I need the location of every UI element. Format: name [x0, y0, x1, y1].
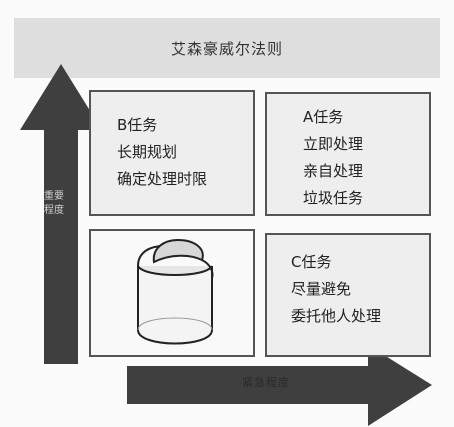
- quadrant-b-heading: B任务: [117, 116, 158, 134]
- quadrant-c-heading: C任务: [291, 253, 332, 271]
- urgency-axis-label: 紧急程度: [242, 376, 290, 389]
- quadrant-a-item: 垃圾任务: [303, 189, 364, 207]
- quadrant-c-item: 尽量避免: [291, 280, 352, 298]
- quadrant-b: B任务 长期规划 确定处理时限: [89, 90, 255, 216]
- quadrant-a: A任务 立即处理 亲自处理 垃圾任务: [265, 92, 431, 216]
- quadrant-b-item: 确定处理时限: [117, 170, 208, 188]
- quadrant-a-item: 立即处理: [303, 135, 364, 153]
- quadrant-c-item: 委托他人处理: [291, 307, 382, 325]
- trash-bin-icon: [137, 238, 214, 345]
- quadrant-a-heading: A任务: [303, 108, 344, 126]
- quadrant-a-item: 亲自处理: [303, 162, 364, 180]
- quadrant-b-item: 长期规划: [117, 143, 178, 161]
- diagram-title: 艾森豪威尔法则: [14, 18, 440, 78]
- importance-axis-label: 重要程度: [44, 191, 64, 216]
- urgency-arrow: [127, 345, 432, 426]
- importance-arrow: [20, 64, 102, 364]
- quadrant-c: C任务 尽量避免 委托他人处理: [265, 233, 431, 357]
